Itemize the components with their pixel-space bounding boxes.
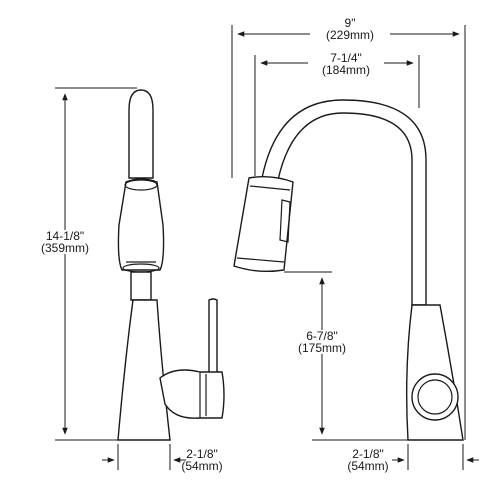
overall-reach-label: 9" (229mm) (310, 17, 390, 41)
front-base-width-metric: (54mm) (347, 459, 389, 473)
spout-reach-label: 7-1/4" (184mm) (308, 52, 384, 76)
overall-height-imperial: 14-1/8" (45, 229, 85, 243)
overall-reach-metric: (229mm) (325, 28, 374, 42)
front-spray-head (233, 175, 294, 273)
front-base-width-imperial: 2-1/8" (352, 447, 384, 461)
side-handle-hub (159, 369, 225, 419)
side-base-width-metric: (54mm) (181, 459, 223, 473)
side-spray-head (117, 178, 165, 271)
front-handle (411, 373, 459, 421)
overall-reach-imperial: 9" (344, 16, 356, 30)
spout-reach-metric: (184mm) (321, 63, 370, 77)
overall-height-label: 14-1/8" (359mm) (26, 230, 104, 254)
side-body (117, 299, 171, 441)
overall-height-metric: (359mm) (40, 241, 89, 255)
faucet-front-view (233, 99, 464, 441)
spout-clearance-label: 6-7/8" (175mm) (284, 330, 360, 354)
faucet-side-view (117, 89, 225, 441)
front-base-width-label: 2-1/8" (54mm) (338, 448, 398, 472)
spout-clearance-imperial: 6-7/8" (306, 329, 338, 343)
side-handle-lever (208, 298, 218, 377)
side-base-width-imperial: 2-1/8" (186, 447, 218, 461)
side-base-width-label: 2-1/8" (54mm) (172, 448, 232, 472)
side-spout-neck (128, 89, 154, 179)
spout-reach-imperial: 7-1/4" (330, 51, 362, 65)
spout-clearance-metric: (175mm) (297, 341, 346, 355)
side-connector (130, 271, 152, 301)
